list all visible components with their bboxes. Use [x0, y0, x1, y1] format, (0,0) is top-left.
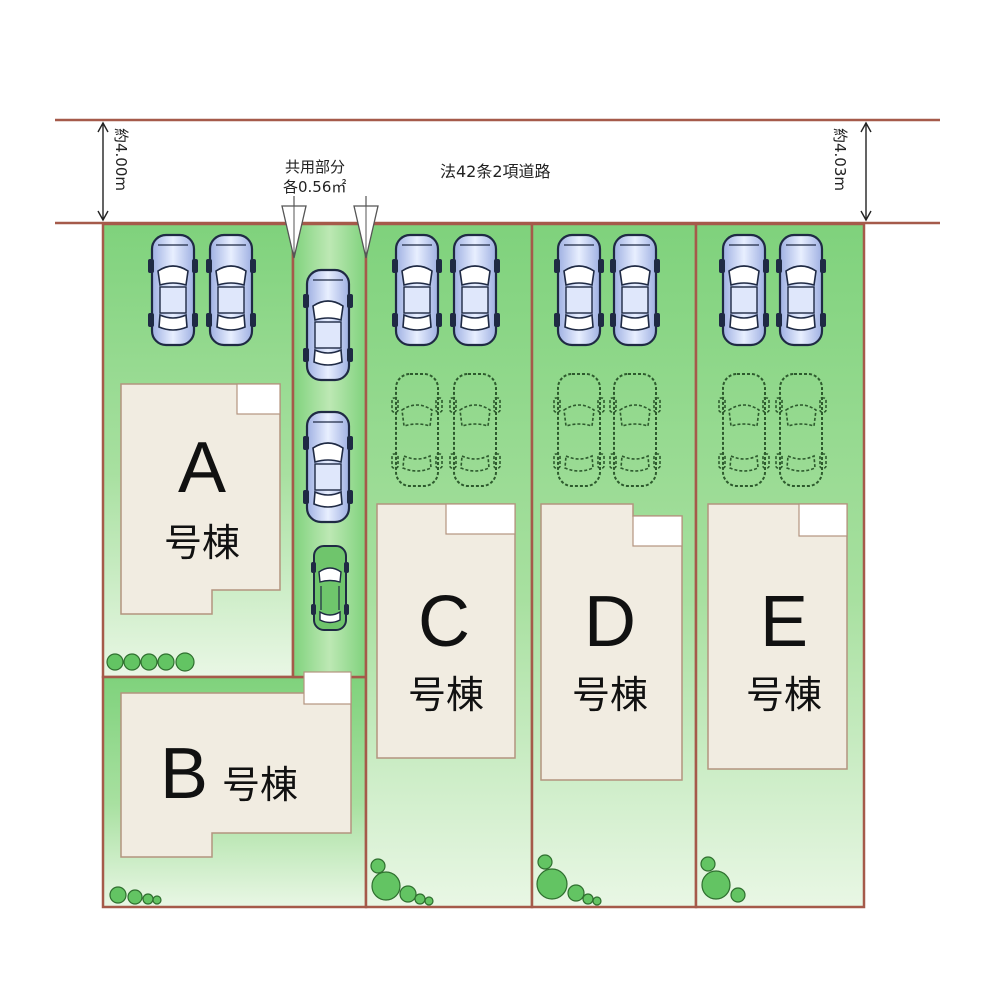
building-c-suffix: 号棟	[408, 673, 484, 717]
car-icon	[146, 233, 200, 347]
tree-icon	[109, 886, 162, 905]
shared-area-marker	[281, 196, 379, 259]
building-e-letter: E	[760, 582, 808, 662]
building-d-letter: D	[584, 582, 636, 662]
car-icon	[552, 233, 606, 347]
shared-area-line2: 各0.56㎡	[283, 178, 346, 196]
building-e-suffix: 号棟	[746, 673, 822, 717]
building-a-suffix: 号棟	[164, 521, 240, 565]
building-b-entry	[303, 671, 352, 705]
tree-icon	[700, 856, 746, 903]
dimension-arrow-icon	[97, 121, 109, 222]
building-e-entry	[798, 503, 848, 537]
car-icon	[608, 233, 662, 347]
car-icon	[310, 545, 350, 631]
building-d-suffix: 号棟	[572, 673, 648, 717]
car-icon	[774, 233, 828, 347]
road: 法42条2項道路	[55, 118, 940, 225]
building-d-entry	[632, 515, 683, 547]
dimension-arrow-icon	[860, 121, 872, 222]
car-icon	[390, 233, 444, 347]
building-a-letter: A	[178, 428, 226, 508]
building-e	[707, 503, 848, 770]
car-icon	[717, 233, 771, 347]
tree-icon	[106, 652, 195, 672]
car-icon	[204, 233, 258, 347]
car-icon	[301, 268, 355, 382]
tree-icon	[370, 858, 434, 906]
road-width-left: 約4.00m	[112, 128, 130, 191]
car-icon	[301, 410, 355, 524]
building-b-suffix: 号棟	[222, 763, 298, 807]
car-icon	[448, 233, 502, 347]
shared-area-line1: 共用部分	[285, 158, 345, 176]
building-a-entry	[236, 383, 281, 415]
tree-icon	[536, 854, 602, 906]
road-width-right: 約4.03m	[831, 128, 849, 191]
building-c-letter: C	[418, 582, 470, 662]
buildings	[120, 383, 848, 858]
road-label: 法42条2項道路	[440, 162, 551, 181]
building-b-letter: B	[160, 734, 208, 814]
building-c-entry	[445, 503, 516, 535]
building-c	[376, 503, 516, 759]
